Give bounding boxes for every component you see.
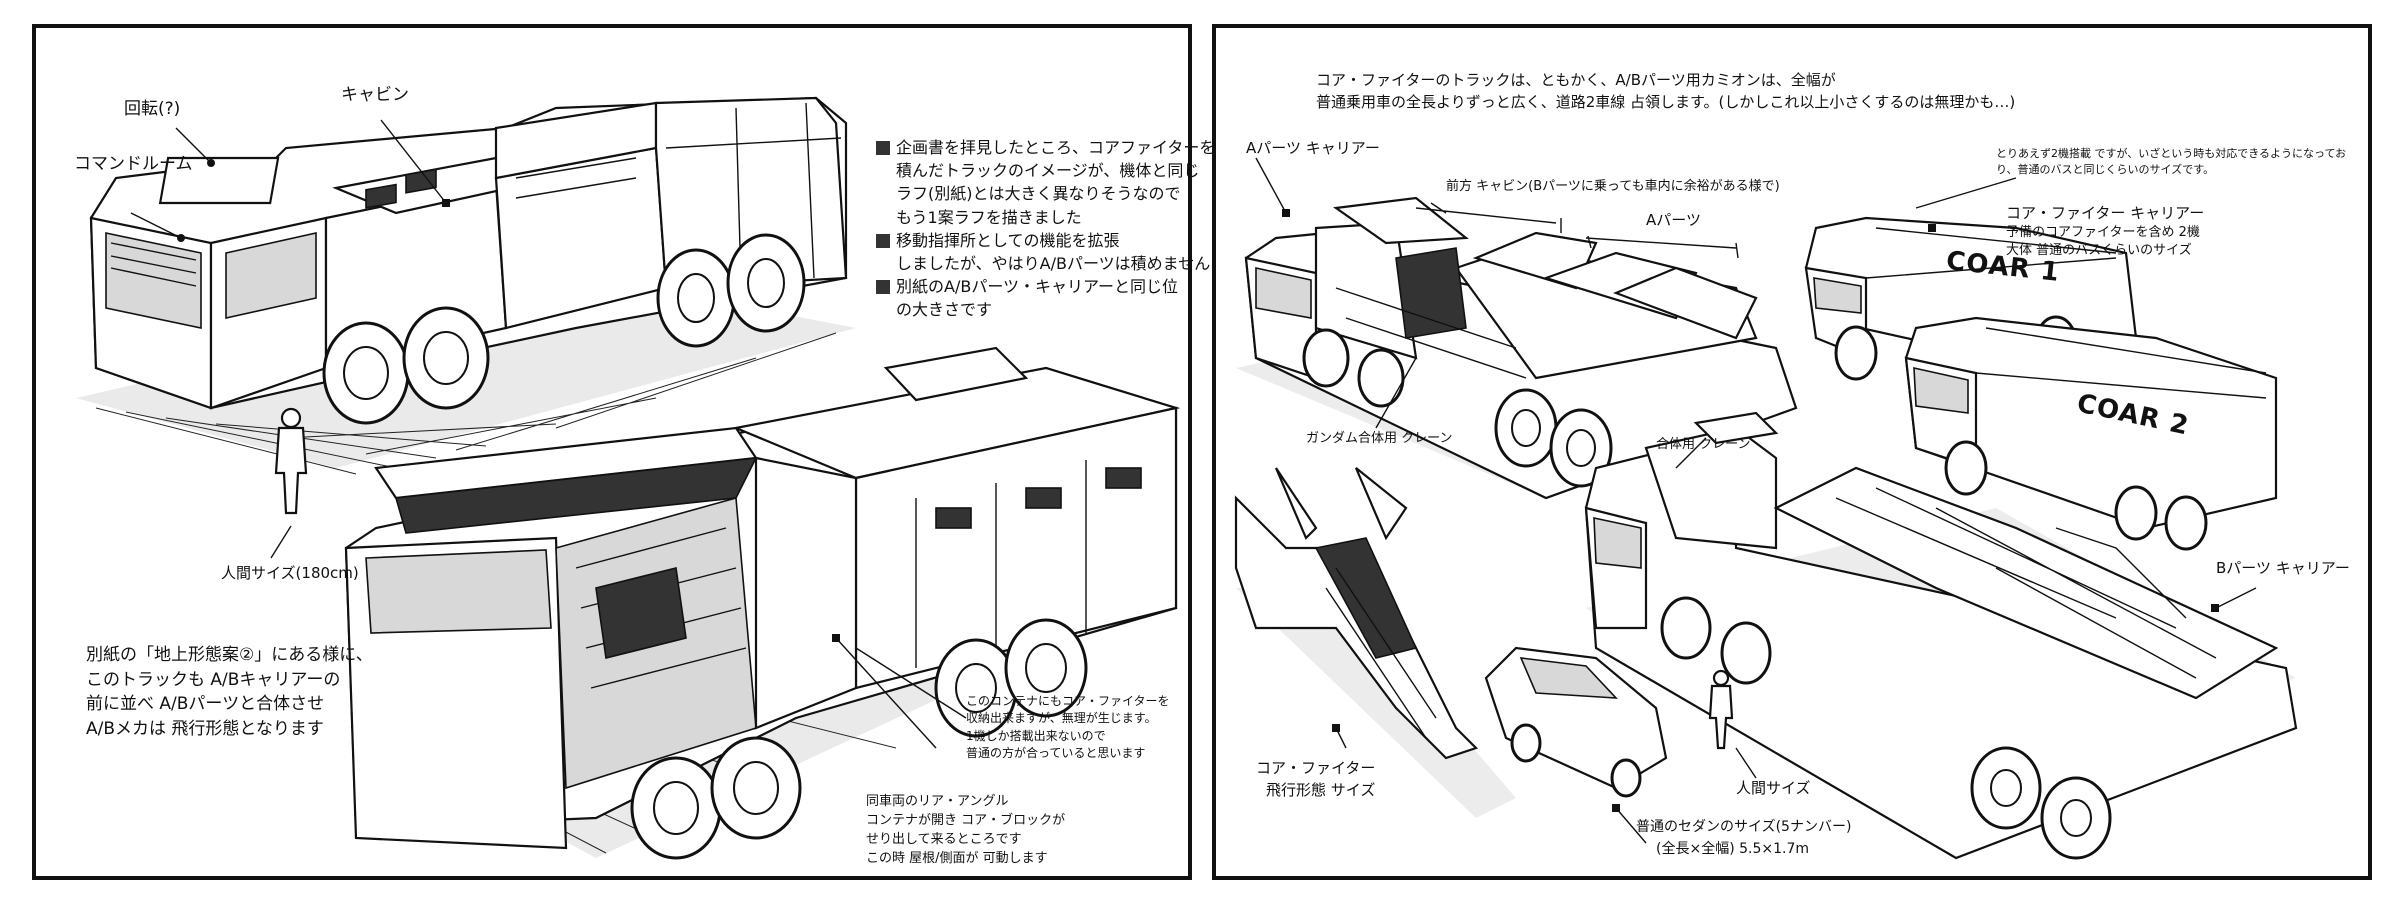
note-line: このトラックも A/Bキャリアーの (86, 669, 341, 690)
label-cabin: キャビン (341, 85, 409, 105)
label-sedan-sub: (全長×全幅) 5.5×1.7m (1656, 841, 1810, 857)
label-a-parts-carrier: Aパーツ キャリアー (1246, 139, 1380, 157)
note-line: このコンテナにもコア・ファイターを (966, 694, 1170, 708)
note-line: 別紙のA/Bパーツ・キャリアーと同じ位 (896, 277, 1179, 297)
label-coar1-sub: 予備のコアファイターを含め 2機 (2006, 225, 2200, 240)
bullet-icon (876, 141, 890, 155)
note-line: もう1案ラフを描きました (896, 207, 1082, 227)
label-b-parts-carrier: Bパーツ キャリアー (2216, 559, 2350, 577)
command-truck-rear-view (344, 346, 1181, 860)
label-core-fighter: コア・ファイター (1256, 759, 1376, 777)
label-command-room: コマンドルーム (74, 154, 193, 174)
note-line: しましたが、やはりA/Bパーツは積めません (896, 253, 1211, 273)
note-line: 別紙の「地上形態案②」にある様に、 (86, 645, 373, 665)
note-line: 積んだトラックのイメージが、機体と同じ (896, 161, 1200, 181)
note-line: 前に並べ A/Bパーツと合体させ (86, 694, 325, 715)
note-line: 普通の方が合っていると思います (966, 746, 1146, 761)
core-fighter-drawing (1234, 467, 1516, 818)
windshield (225, 232, 317, 319)
label-coar1-sub2: 大体 普通のバスくらいのサイズ (2006, 243, 2192, 258)
sedan-drawing (1484, 646, 1668, 798)
bullet-icon (876, 280, 890, 295)
coar-2-truck-drawing (1904, 316, 2278, 551)
label-crane-b: 合体用 クレーン (1656, 437, 1751, 452)
note-line: A/Bメカは 飛行形態となります (86, 718, 324, 739)
label-coar1-side-note: とりあえず2機搭載 ですが、いざという時も対応できるようになっており、普通のバス… (1996, 147, 2347, 176)
note-line: 企画書を拝見したところ、コアファイターを (896, 138, 1216, 157)
left-sketch-panel: コマンドルーム 回転(?) キャビン 人間サイズ(180cm) 企画書を拝見した… (32, 24, 1215, 880)
label-front-cabin: 前方 キャビン(Bパーツに乗っても車内に余裕がある様で) (1446, 179, 1780, 194)
label-a-parts: Aパーツ (1646, 211, 1701, 229)
human-figure-right (1708, 669, 1734, 750)
label-human-size-left: 人間サイズ(180cm) (221, 564, 359, 582)
note-line: この時 屋根/側面が 可動します (866, 850, 1048, 866)
bullet-icon (876, 233, 890, 248)
left-sketch-drawing (76, 96, 1181, 860)
roof-radar-box (158, 156, 280, 205)
notes-center-right: このコンテナにもコア・ファイターを 収納出来ますが、無理が生じます。 1機しか搭… (966, 693, 1170, 763)
label-human-size-right: 人間サイズ (1736, 779, 1811, 797)
roof-hatch-box (883, 346, 1029, 402)
note-line: 普通乗用車の全長よりずっと広く、道路2車線 占領します。(しかしこれ以上小さくす… (1316, 92, 2016, 111)
right-sketch-panel: COAR 1 COAR 2 コア・ファイターのトラックは、ともかく、A/Bパーツ… (1212, 24, 2372, 880)
note-line: コンテナが開き コア・ブロックが (866, 812, 1066, 828)
label-core-fighter-sub: 飛行形態 サイズ (1266, 781, 1376, 799)
command-truck-front-view (89, 96, 848, 425)
left-leader-lines (130, 119, 967, 749)
core-block-inside (595, 567, 687, 659)
human-figure-left (274, 407, 308, 515)
notes-bottom-left: 別紙の「地上形態案②」にある様に、 このトラックも A/Bキャリアーの 前に並べ… (86, 643, 373, 742)
right-leader-lines (1255, 157, 2257, 844)
note-line: 同車両のリア・アングル (866, 794, 1009, 809)
note-line: せり出して来るところです (866, 831, 1022, 847)
label-crane-a: ガンダム合体用 クレーン (1306, 431, 1453, 446)
notes-top-right: 企画書を拝見したところ、コアファイターを 積んだトラックのイメージが、機体と同じ… (876, 136, 1215, 322)
label-radar: 回転(?) (124, 99, 181, 119)
right-header-notes: コア・ファイターのトラックは、ともかく、A/Bパーツ用カミオンは、全幅が 普通乗… (1316, 70, 2015, 114)
note-line: 1機しか搭載出来ないので (966, 728, 1106, 743)
label-sedan: 普通のセダンのサイズ(5ナンバー) (1636, 819, 1852, 835)
note-line: 収納出来ますが、無理が生じます。 (966, 711, 1157, 726)
note-line: の大きさです (896, 300, 993, 320)
right-sketch-drawing (1234, 157, 2298, 860)
label-coar1-title: コア・ファイター キャリアー (2006, 204, 2205, 222)
note-line: コア・ファイターのトラックは、ともかく、A/Bパーツ用カミオンは、全幅が (1316, 71, 1836, 89)
b-parts-carrier-drawing (1584, 411, 2298, 860)
note-line: 移動指揮所としての機能を拡張 (896, 230, 1120, 250)
note-line: ラフ(別紙)とは大きく異なりそうなので (896, 184, 1181, 204)
notes-bottom-right: 同車両のリア・アングル コンテナが開き コア・ブロックが せり出して来るところで… (866, 793, 1065, 868)
